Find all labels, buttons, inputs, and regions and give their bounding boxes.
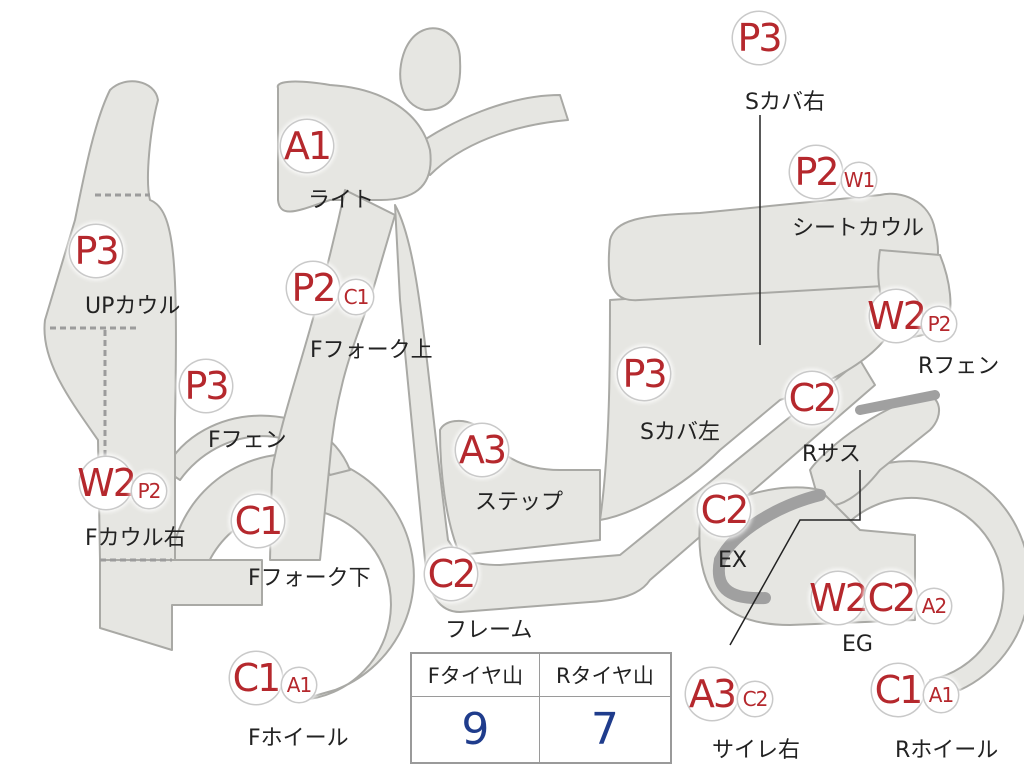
label-r-fender: Rフェン [918, 354, 1000, 379]
value-rear-tire: 7 [538, 696, 672, 764]
badge-eg-2: C2 [865, 572, 917, 624]
leader-r-sus [729, 470, 861, 646]
badge-ex-1: C2 [698, 484, 750, 536]
tire-table-value-row: 9 7 [410, 696, 672, 764]
label-f-cowl-right: Fカウル右 [85, 526, 186, 551]
label-ffork-lower: Fフォーク下 [248, 566, 371, 591]
badge-f-wheel-1: C1 [230, 652, 282, 704]
label-s-cover-right: Sカバ右 [745, 90, 825, 115]
label-f-fender: Fフェン [208, 428, 287, 453]
badge-eg-1: W2 [809, 572, 869, 624]
badge-frame-1: C2 [425, 548, 477, 600]
badge-f-fender-1: P3 [180, 360, 232, 412]
front-cowl-shape [43, 80, 177, 561]
badge-light-1: A1 [281, 120, 333, 172]
badge-seat-cowl-2: W1 [842, 163, 876, 197]
badge-r-fender-2: P2 [922, 307, 956, 341]
badge-muffler-right-2: C2 [738, 682, 772, 716]
badge-ffork-upper-1: P2 [287, 262, 339, 314]
badge-r-wheel-1: C1 [872, 664, 924, 716]
exhaust-bend-shape [712, 554, 771, 605]
label-step: ステップ [475, 490, 564, 515]
badge-ffork-lower-1: C1 [232, 495, 284, 547]
badge-s-cover-right-1: P3 [733, 12, 785, 64]
badge-seat-cowl-1: P2 [790, 146, 842, 198]
front-lower-cowl-shape [99, 559, 263, 651]
badge-eg-3: A2 [917, 589, 951, 623]
value-front-tire: 9 [410, 696, 540, 764]
label-eg: EG [842, 632, 873, 657]
label-seat-cowl: シートカウル [792, 216, 925, 241]
label-up-cowl: UPカウル [85, 294, 181, 319]
badge-r-sus-1: C2 [786, 372, 838, 424]
rear-shock-shape [855, 390, 940, 415]
badge-r-fender-1: W2 [867, 290, 927, 342]
badge-up-cowl-1: P3 [70, 225, 122, 277]
label-light: ライト [308, 188, 375, 213]
badge-r-wheel-2: A1 [924, 678, 958, 712]
badge-f-cowl-right-1: W2 [77, 457, 137, 509]
badge-f-cowl-right-2: P2 [132, 474, 166, 508]
header-front-tire: Fタイヤ山 [410, 652, 540, 697]
badge-step-1: A3 [456, 424, 508, 476]
header-rear-tire: Rタイヤ山 [538, 652, 672, 697]
badge-muffler-right-1: A3 [686, 668, 738, 720]
seat-shape [607, 192, 940, 302]
label-muffler-right: サイレ右 [712, 738, 801, 763]
label-frame: フレーム [445, 618, 533, 643]
label-r-sus: Rサス [802, 442, 861, 467]
label-s-cover-left: Sカバ左 [640, 420, 720, 445]
exhaust-pipe-shape [714, 489, 826, 566]
rear-suspension-shape [809, 394, 940, 507]
head-shape [276, 80, 432, 213]
badge-s-cover-left-1: P3 [618, 348, 670, 400]
handlebar-shape [409, 94, 569, 176]
label-ex: EX [718, 548, 747, 573]
badge-f-wheel-2: A1 [282, 668, 316, 702]
badge-ffork-upper-2: C1 [339, 280, 373, 314]
label-r-wheel: Rホイール [895, 738, 999, 763]
tire-tread-table: Fタイヤ山 Rタイヤ山 9 7 [410, 652, 672, 764]
tire-table-header-row: Fタイヤ山 Rタイヤ山 [410, 652, 672, 697]
label-ffork-upper: Fフォーク上 [310, 338, 433, 363]
label-f-wheel: Fホイール [248, 726, 349, 751]
mirror-shape [399, 27, 462, 111]
